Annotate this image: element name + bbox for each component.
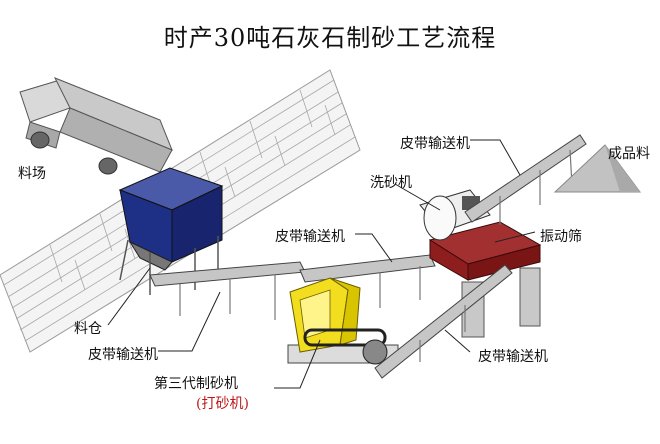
finished-product-pile <box>553 144 641 193</box>
label-belt-conveyor-2: 皮带输送机 <box>275 229 345 245</box>
conveyor-bin-to-crusher <box>149 261 306 320</box>
label-material-yard: 料场 <box>18 166 46 182</box>
conveyor-lower <box>374 264 513 379</box>
label-sand-maker-note: (打砂机) <box>196 396 249 412</box>
label-material-bin: 料仓 <box>74 321 102 337</box>
label-vibrating-screen: 振动筛 <box>540 229 582 245</box>
conveyor-to-stockpile <box>464 134 587 225</box>
callout-lines <box>107 139 536 389</box>
label-finished-product: 成品料 <box>608 146 650 162</box>
label-belt-conveyor-3: 皮带输送机 <box>400 136 470 152</box>
label-belt-conveyor-4: 皮带输送机 <box>478 349 548 365</box>
dump-truck <box>19 77 173 175</box>
diagram-title: 时产30吨石灰石制砂工艺流程 <box>163 24 497 52</box>
label-belt-conveyor-1: 皮带输送机 <box>88 347 158 363</box>
material-bin <box>118 167 224 295</box>
sand-maker <box>287 277 399 365</box>
sand-washer <box>419 189 491 241</box>
label-sand-washer: 洗砂机 <box>370 175 412 191</box>
label-sand-maker: 第三代制砂机 <box>154 376 238 392</box>
